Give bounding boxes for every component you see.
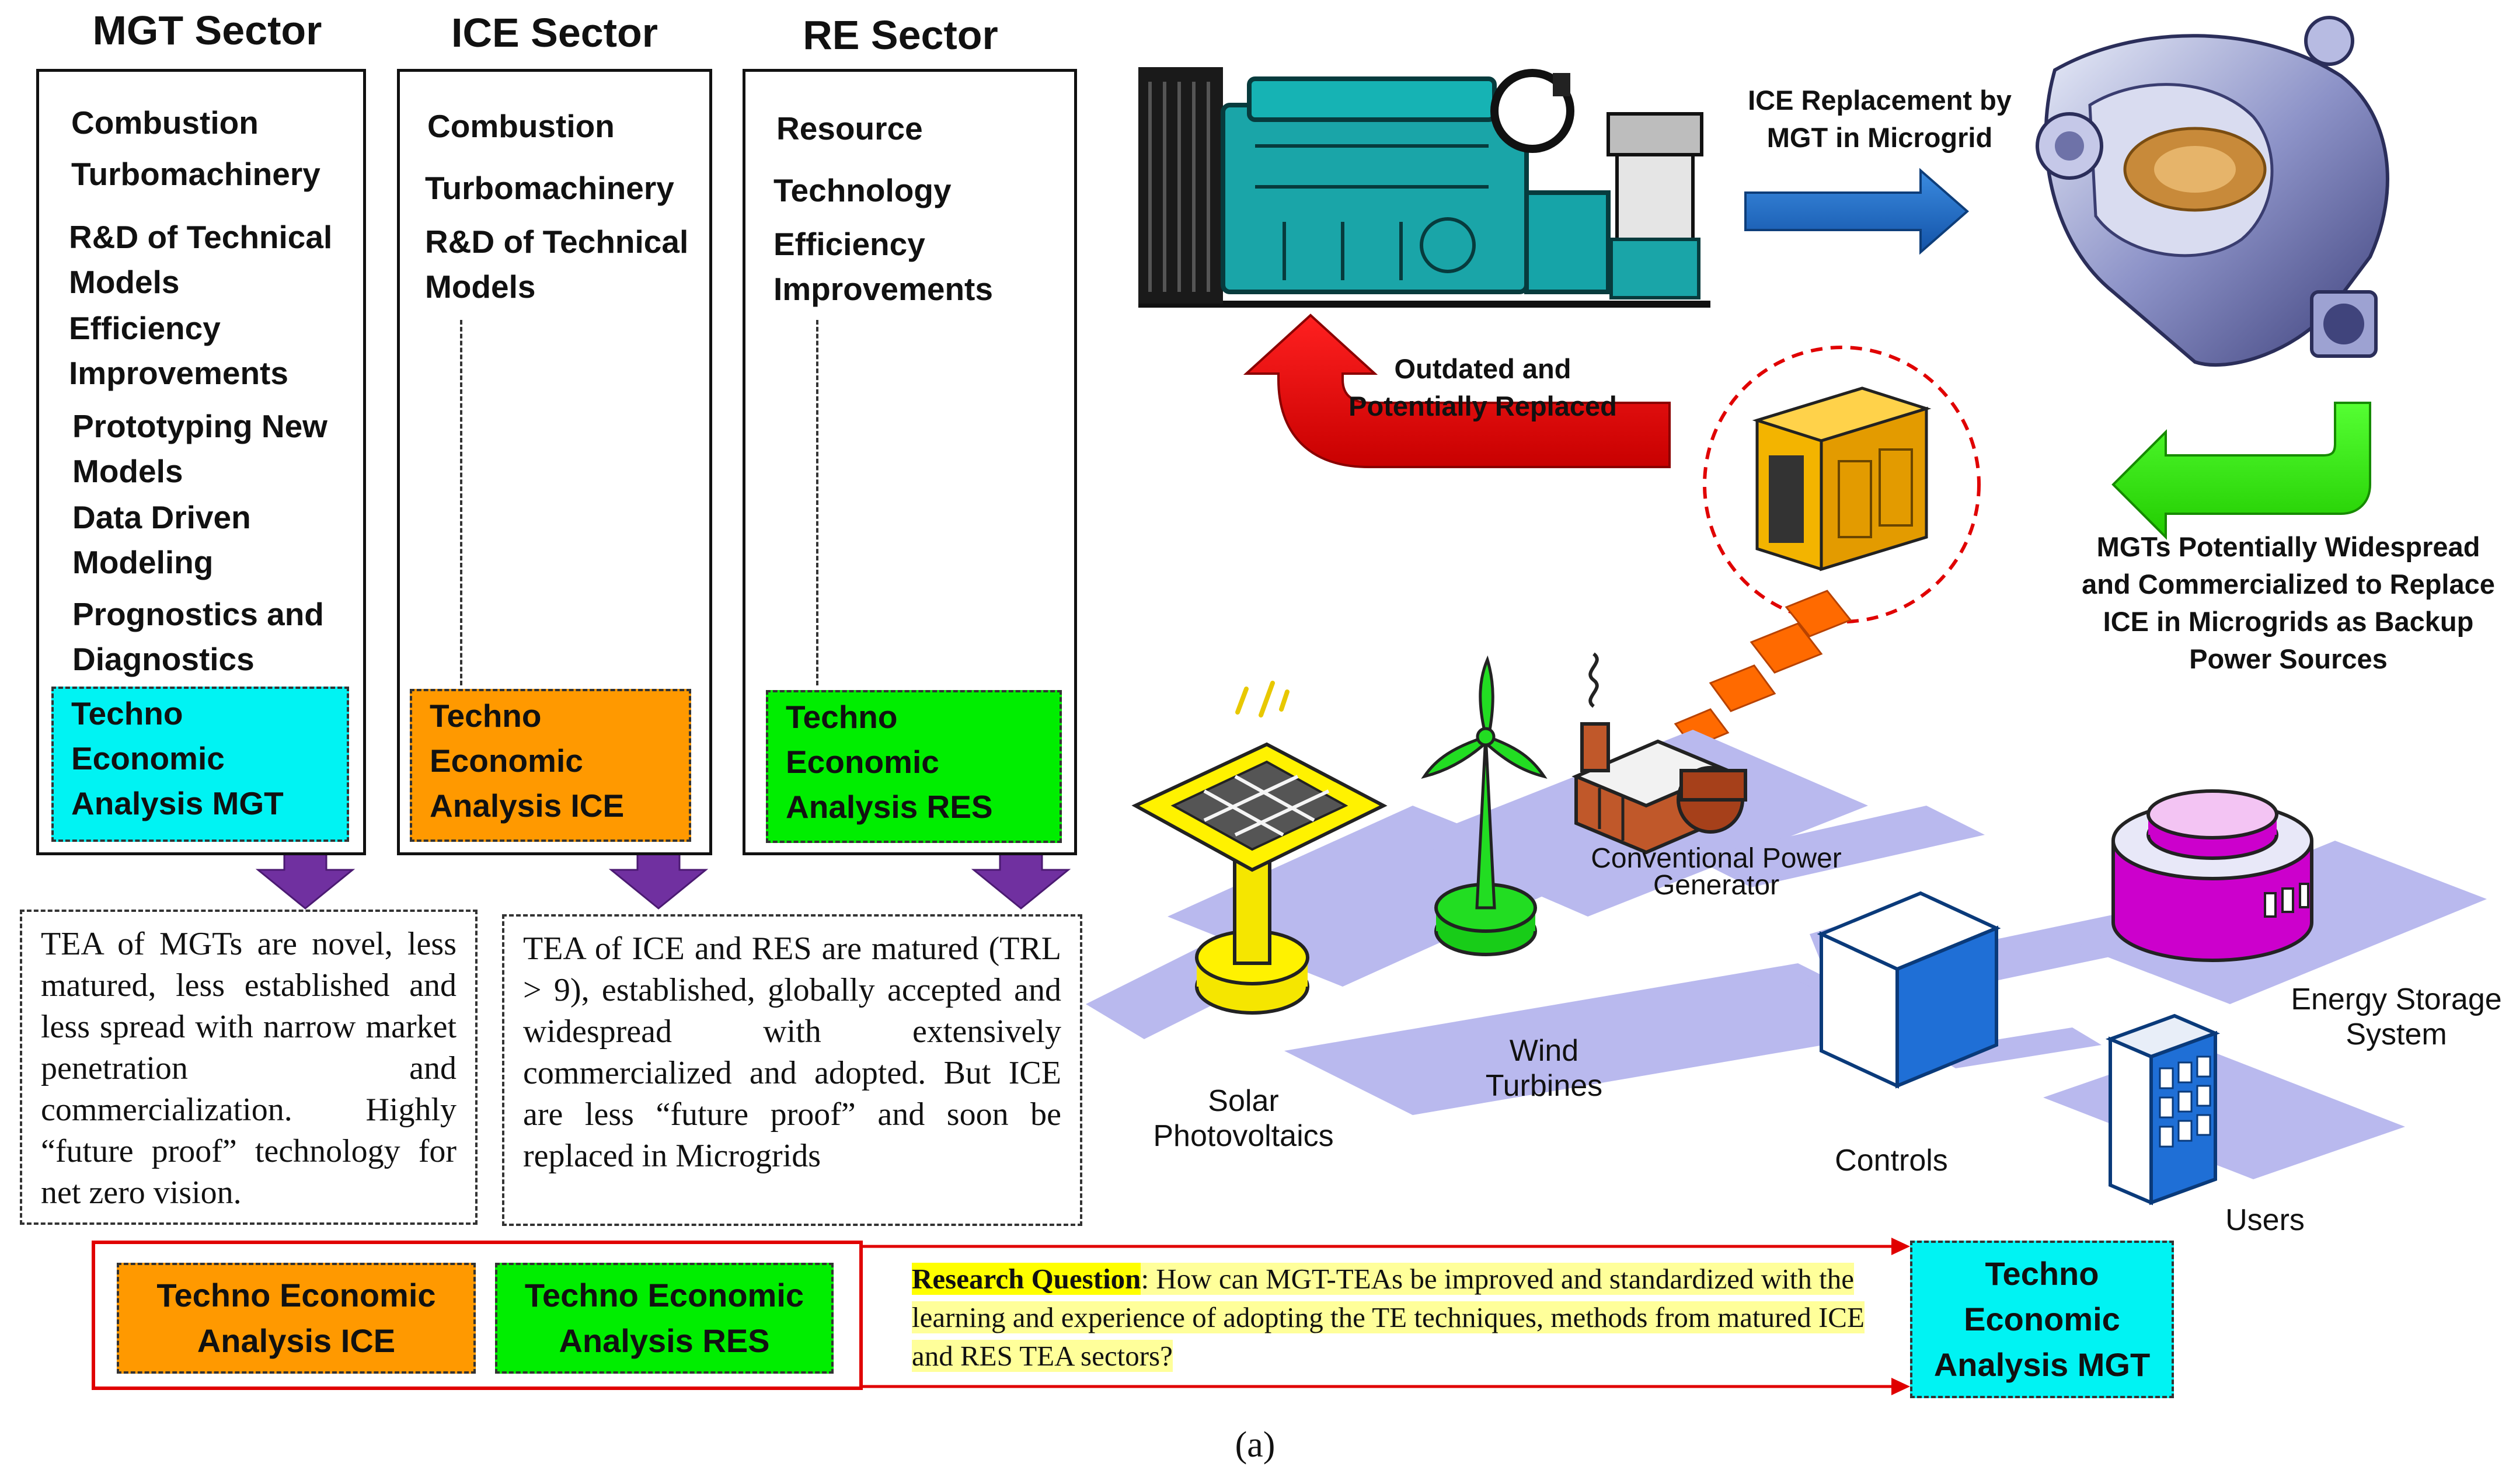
re-item-resource: Resource — [776, 110, 923, 147]
mgt-description: TEA of MGTs are novel, less matured, les… — [20, 910, 478, 1225]
diesel-generator-icon — [1138, 67, 1710, 308]
blue-arrow — [1744, 168, 1970, 255]
ice-item-combustion: Combustion — [427, 108, 615, 144]
outdated-label: Outdated and Potentially Replaced — [1348, 353, 1617, 421]
ice-item-turbomachinery: Turbomachinery — [425, 170, 674, 206]
controls-cube-icon — [1817, 891, 2001, 1089]
mgt-item-data-driven: Data Driven Modeling — [72, 499, 251, 580]
solar-panel-icon — [1131, 681, 1388, 1015]
users-building-icon — [2105, 1013, 2221, 1206]
ice-replacement-label: ICE Replacement by MGT in Microgrid — [1748, 85, 2012, 153]
green-arrow — [2111, 402, 2371, 540]
mgt-item-efficiency: Efficiency Improvements — [69, 310, 288, 391]
re-item-technology: Technology — [773, 172, 952, 208]
solar-photovoltaics-label: Solar Photovoltaics — [1153, 1084, 1334, 1153]
research-question: Research Question: How can MGT-TEAs be i… — [912, 1260, 1869, 1375]
bottom-tea-res: Techno Economic Analysis RES — [495, 1263, 834, 1374]
figure-caption: (a) — [1235, 1425, 1276, 1465]
ice-item-rnd: R&D of Technical Models — [425, 224, 689, 305]
mgt-item-combustion: Combustion — [71, 104, 259, 141]
wind-turbine-icon — [1421, 655, 1548, 956]
ice-res-description: TEA of ICE and RES are matured (TRL > 9)… — [502, 914, 1082, 1226]
power-plant-icon — [1571, 652, 1747, 855]
bottom-tea-ice: Techno Economic Analysis ICE — [117, 1263, 476, 1374]
tea-ice-box: Techno Economic Analysis ICE — [410, 689, 691, 842]
bottom-tea-mgt: Techno Economic Analysis MGT — [1910, 1241, 2174, 1398]
mgt-item-rnd: R&D of Technical Models — [69, 219, 333, 300]
energy-storage-label: Energy Storage System — [2291, 983, 2502, 1051]
re-item-efficiency: Efficiency Improvements — [773, 226, 993, 307]
sector-title-re: RE Sector — [803, 12, 998, 58]
signal-chevrons-icon — [1674, 590, 1852, 748]
sector-title-mgt: MGT Sector — [92, 8, 322, 53]
mgt-item-turbomachinery: Turbomachinery — [71, 156, 320, 192]
controls-label: Controls — [1835, 1144, 1948, 1178]
wind-turbines-label: Wind Turbines — [1485, 1034, 1603, 1103]
microturbine-icon — [2036, 16, 2389, 367]
ice-dashed-connector — [460, 320, 462, 685]
mgt-item-prototyping: Prototyping New Models — [72, 408, 327, 489]
conventional-generator-label: Conventional Power Generator — [1591, 843, 1842, 901]
sector-title-ice: ICE Sector — [451, 10, 658, 55]
storage-tank-icon — [2111, 789, 2313, 962]
red-arrow — [1243, 313, 1671, 468]
research-question-label: Research Question — [912, 1263, 1141, 1295]
mgt-widespread-label: MGTs Potentially Widespread and Commerci… — [2082, 531, 2495, 674]
re-dashed-connector — [816, 320, 818, 685]
users-label: Users — [2225, 1203, 2305, 1237]
mgt-item-prognostics: Prognostics and Diagnostics — [72, 596, 324, 677]
bottom-frame — [92, 1238, 1910, 1395]
research-question-text: : How can MGT-TEAs be improved and stand… — [912, 1263, 1865, 1372]
tea-res-box: Techno Economic Analysis RES — [766, 690, 1062, 843]
tea-mgt-box: Techno Economic Analysis MGT — [51, 687, 349, 842]
container-generator-icon — [1703, 346, 1981, 623]
